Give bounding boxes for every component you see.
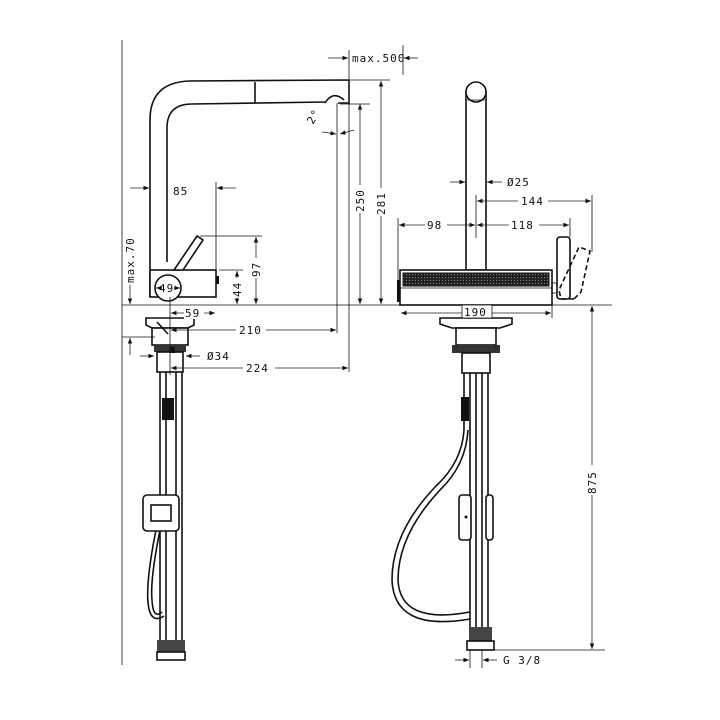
- dim-body-height: 44: [231, 282, 244, 297]
- supply-hoses-front: [391, 373, 489, 645]
- spout-column: [465, 91, 487, 271]
- dim-spout-to-lever: 85: [173, 185, 188, 198]
- dim-body-depth: 59: [185, 307, 200, 320]
- dim-lever-height: 97: [250, 262, 263, 277]
- front-view-dimensions: Ø25 144 98 118 190 875 G 3/8: [397, 176, 605, 668]
- dim-mount-hole: Ø34: [207, 350, 230, 363]
- dim-connection: G 3/8: [503, 654, 541, 667]
- front-view-faucet: [391, 81, 591, 651]
- body-grille: [402, 272, 550, 287]
- dim-max-reach: max.500: [352, 52, 405, 65]
- dim-total-reach: 224: [246, 362, 269, 375]
- dim-angle: 2°: [304, 107, 323, 127]
- hose-weight-front: [461, 397, 469, 421]
- dim-hose-length: 875: [586, 471, 599, 494]
- mounting-thread-front: [452, 345, 500, 353]
- dim-lever-swing: 144: [521, 195, 544, 208]
- cartridge-circle: [154, 274, 182, 302]
- mounting-flange-front: [439, 317, 513, 329]
- aerator-icon: [324, 94, 345, 104]
- dim-spout-reach: 210: [239, 324, 262, 337]
- dim-total-height: 281: [375, 192, 388, 215]
- dim-left-width: 98: [427, 219, 442, 232]
- spout-inner: [166, 101, 326, 262]
- dim-right-width: 118: [511, 219, 534, 232]
- dim-spout-diameter: Ø25: [507, 176, 530, 189]
- hose-fittings-front: [470, 627, 492, 641]
- spout-outer: [149, 79, 350, 297]
- side-view-dimensions: max.500 2° 250 281 85 97 44 max.70 49: [122, 45, 418, 375]
- hose-fittings: [157, 640, 185, 652]
- spout-head: [465, 81, 487, 103]
- lever-front: [556, 236, 571, 300]
- lever-swing-outline: [558, 245, 591, 300]
- hose-weight: [162, 398, 174, 420]
- dim-body-diameter: 49: [159, 282, 174, 295]
- dim-spout-clearance: 250: [354, 189, 367, 212]
- dim-body-width: 190: [464, 306, 487, 319]
- lever-handle: [172, 234, 205, 271]
- dim-max-countertop: max.70: [124, 237, 137, 283]
